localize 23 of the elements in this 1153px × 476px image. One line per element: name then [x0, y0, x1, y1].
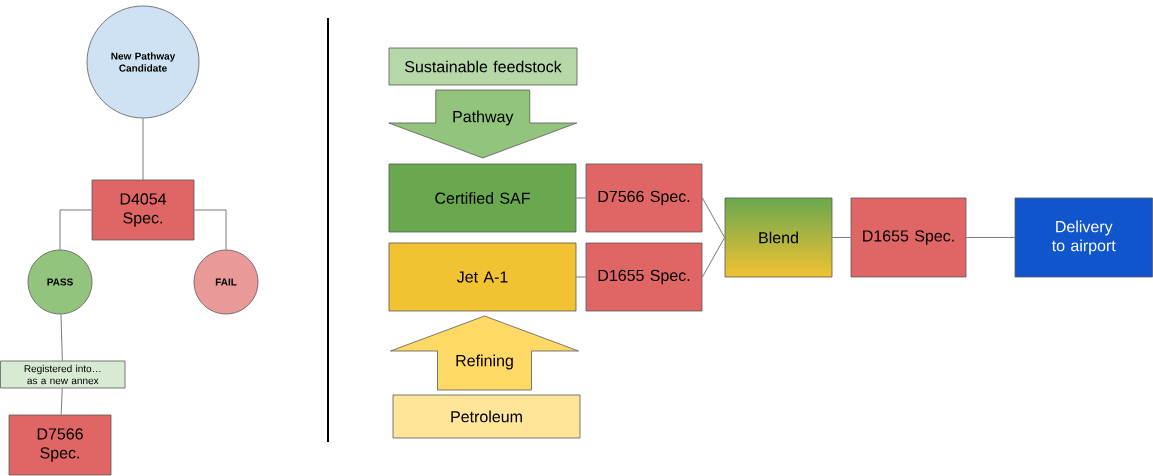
connector-line [966, 237, 1015, 238]
blend-box: Blend [724, 197, 833, 278]
connector-line [60, 388, 63, 415]
spec-box: D7566 Spec. [585, 163, 703, 233]
spec-box: D1655 Spec. [850, 197, 967, 278]
source-box: Petroleum [392, 394, 581, 439]
note-box: Registered into… as a new annex [0, 360, 126, 389]
source-box: Sustainable feedstock [388, 47, 578, 86]
connector-line [142, 118, 144, 180]
spec-box: D7566 Spec. [8, 414, 112, 476]
fuel-box: Certified SAF [388, 163, 577, 233]
connector-line [194, 209, 227, 250]
connector-line [702, 237, 725, 278]
delivery-box: Delivery to airport [1014, 197, 1153, 278]
spec-box: D4054 Spec. [91, 179, 195, 241]
connector-line [832, 237, 851, 238]
connector-line [60, 314, 63, 361]
connector-line [702, 197, 725, 238]
connector-line [576, 197, 586, 199]
connector-line [576, 276, 586, 278]
spec-box: D1655 Spec. [585, 242, 703, 312]
connector-line [59, 209, 93, 250]
fuel-box: Jet A-1 [388, 242, 577, 312]
